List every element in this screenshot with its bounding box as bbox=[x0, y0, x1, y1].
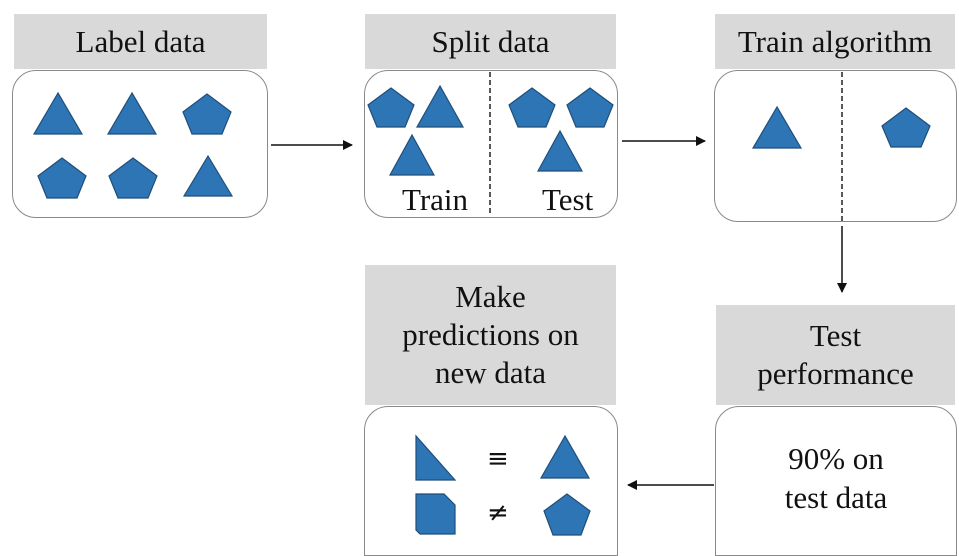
triangle-icon bbox=[539, 434, 591, 479]
test-performance-header: Test performance bbox=[716, 305, 955, 405]
split-data-title: Split data bbox=[431, 23, 550, 59]
pentagon-icon bbox=[566, 87, 614, 128]
equal-symbol: ≡ bbox=[487, 444, 509, 474]
not-equal-symbol: ≠ bbox=[487, 498, 509, 528]
pentagon-icon bbox=[543, 493, 591, 536]
label-data-header: Label data bbox=[14, 14, 267, 69]
pentagon-icon bbox=[508, 87, 556, 128]
pentagon-icon bbox=[182, 93, 232, 135]
pentagon-icon bbox=[367, 87, 415, 128]
make-predictions-title-line3: new data bbox=[434, 354, 547, 390]
pentagon-icon bbox=[37, 157, 87, 199]
result-line1: 90% on bbox=[788, 441, 884, 476]
pentagon-icon bbox=[108, 157, 158, 199]
triangle-icon bbox=[32, 91, 84, 135]
train-algorithm-title: Train algorithm bbox=[737, 23, 933, 59]
label-data-title: Label data bbox=[75, 23, 206, 59]
triangle-icon bbox=[182, 154, 234, 197]
make-predictions-header: Make predictions on new data bbox=[365, 265, 616, 405]
split-data-header: Split data bbox=[365, 14, 616, 69]
make-predictions-title-line1: Make bbox=[455, 279, 526, 315]
test-performance-title-line1: Test bbox=[809, 318, 862, 354]
pentagon-icon bbox=[881, 107, 931, 148]
make-predictions-title-line2: predictions on bbox=[402, 317, 579, 353]
train-label: Train bbox=[402, 182, 469, 217]
triangle-icon bbox=[536, 129, 584, 172]
test-performance-title-line2: performance bbox=[757, 356, 914, 391]
test-performance-result: 90% on test data bbox=[716, 440, 956, 518]
split-data-box bbox=[364, 70, 618, 218]
triangle-icon bbox=[751, 105, 803, 149]
result-line2: test data bbox=[784, 479, 888, 515]
rounded-square-icon bbox=[415, 493, 456, 535]
train-algorithm-header: Train algorithm bbox=[715, 14, 955, 69]
triangle-icon bbox=[415, 84, 465, 128]
right-triangle-icon bbox=[415, 434, 457, 481]
triangle-icon bbox=[388, 133, 436, 176]
test-label: Test bbox=[542, 182, 594, 217]
triangle-icon bbox=[106, 91, 158, 135]
